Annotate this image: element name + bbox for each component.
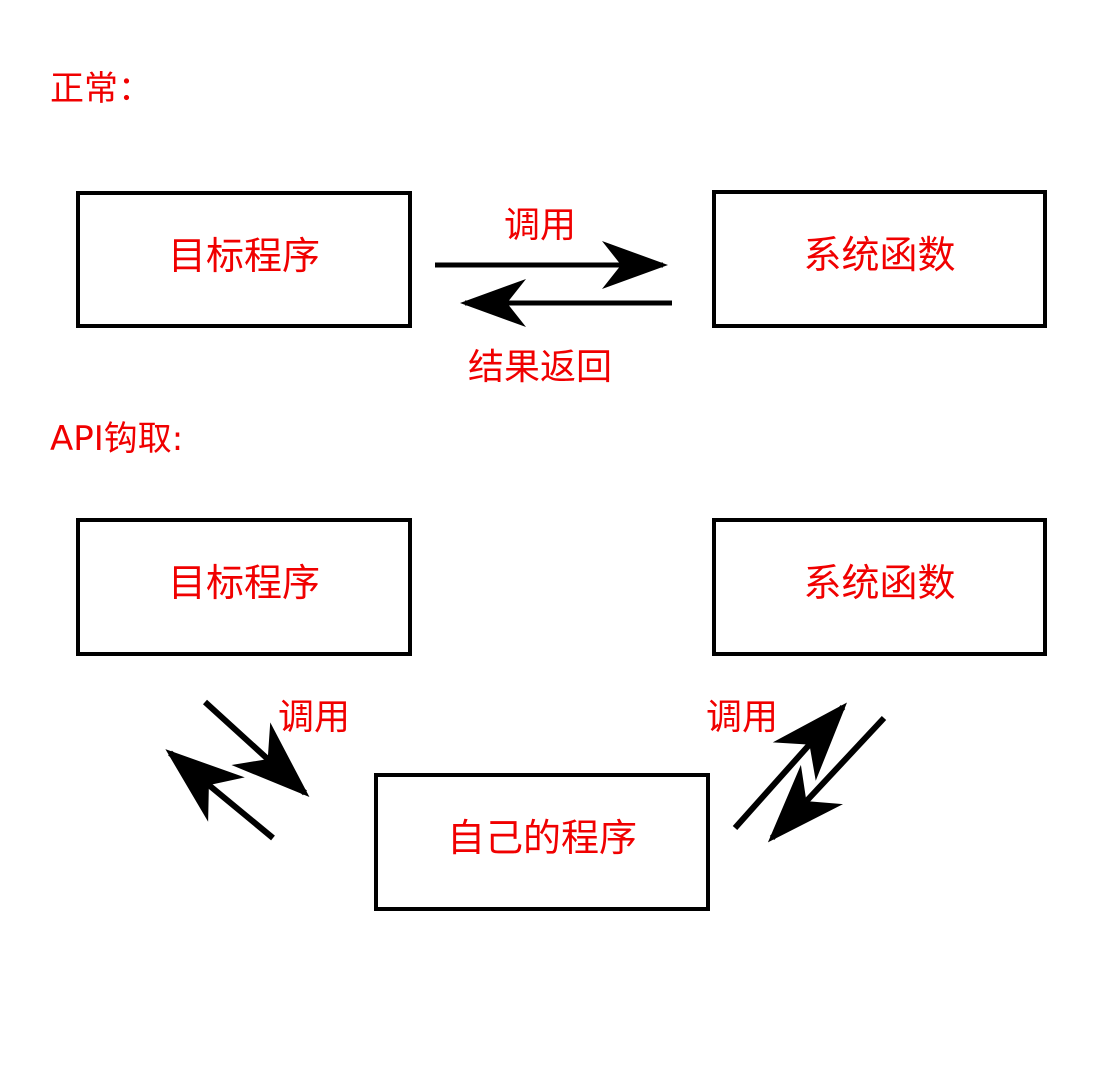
- arrow-label-call-right: 调用: [706, 697, 779, 738]
- arrow-return-left-up: [165, 749, 275, 841]
- node-label-system-function-normal: 系统函数: [803, 233, 956, 277]
- node-box-target-program-hook: 目标程序: [76, 518, 412, 656]
- section-heading-api-hook: API钩取:: [50, 419, 184, 459]
- node-label-target-program-hook: 目标程序: [167, 561, 320, 605]
- node-box-target-program-normal: 目标程序: [76, 191, 412, 328]
- arrow-label-call-left: 调用: [278, 697, 351, 738]
- node-box-system-function-hook: 系统函数: [712, 518, 1047, 656]
- node-box-system-function-normal: 系统函数: [712, 190, 1047, 328]
- arrow-return-right-down: [767, 715, 887, 843]
- node-box-own-program: 自己的程序: [374, 773, 710, 911]
- arrow-label-call-normal: 调用: [504, 205, 577, 246]
- section-heading-normal: 正常：: [50, 69, 152, 109]
- node-label-system-function-hook: 系统函数: [803, 561, 956, 605]
- node-label-own-program: 自己的程序: [446, 816, 637, 860]
- arrow-label-result-return-normal: 结果返回: [468, 347, 613, 388]
- node-label-target-program-normal: 目标程序: [167, 233, 320, 278]
